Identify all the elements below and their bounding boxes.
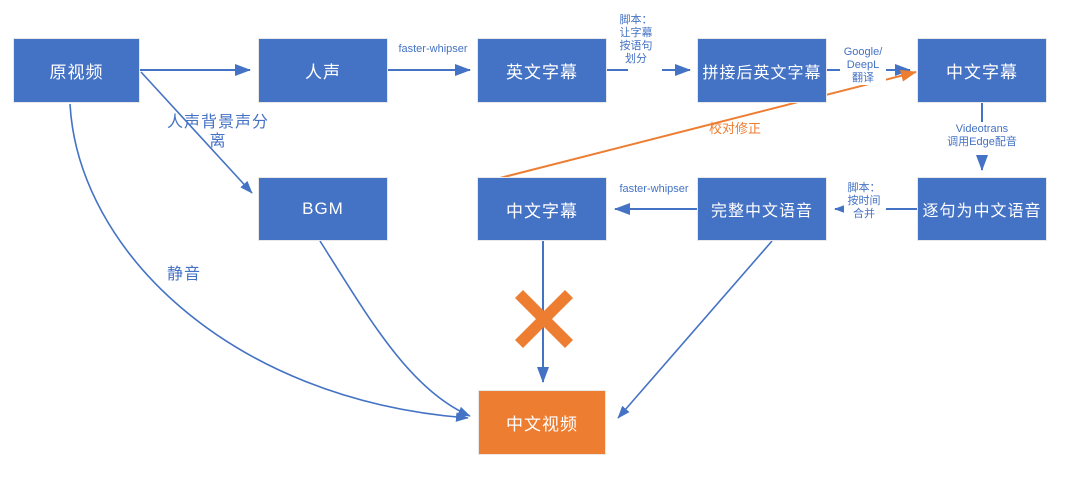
node-per-sentence-audio[interactable]: 逐句为中文语音 <box>917 177 1047 241</box>
node-label: 人声 <box>305 63 341 82</box>
edge-full-audio-to-video <box>617 240 773 419</box>
node-chinese-video[interactable]: 中文视频 <box>478 390 606 455</box>
node-merged-english-subtitle[interactable]: 拼接后英文字幕 <box>697 38 827 103</box>
node-label: 原视频 <box>49 63 104 82</box>
node-chinese-subtitle-top[interactable]: 中文字幕 <box>917 38 1047 103</box>
node-label: 逐句为中文语音 <box>922 203 1042 220</box>
edge-source-to-video-mute <box>69 103 469 422</box>
edge-label-vocal-separation: 人声背景声分离 <box>166 114 269 150</box>
edge-label-script-split: 脚本： 让字幕 按语句 划分 <box>612 14 660 66</box>
node-chinese-subtitle-mid[interactable]: 中文字幕 <box>477 177 607 241</box>
edge-label-faster-whisper-top: faster-whipser <box>391 43 475 56</box>
node-label: 中文字幕 <box>946 63 1018 82</box>
node-label: 完整中文语音 <box>710 203 813 220</box>
edge-bgm-to-video <box>319 240 471 417</box>
node-label: 拼接后英文字幕 <box>702 64 822 82</box>
edge-label-proofread-fix: 校对修正 <box>708 121 761 136</box>
edge-label-faster-whisper-mid: faster-whipser <box>612 183 696 196</box>
node-label: 中文字幕 <box>506 201 578 221</box>
node-english-subtitle[interactable]: 英文字幕 <box>477 38 607 103</box>
node-full-chinese-audio[interactable]: 完整中文语音 <box>697 177 827 241</box>
node-human-voice[interactable]: 人声 <box>258 38 388 103</box>
edge-label-mute: 静音 <box>166 266 201 283</box>
edge-proofread-correction <box>499 69 917 179</box>
node-label: 英文字幕 <box>506 63 578 82</box>
edge-label-script-merge: 脚本： 按时间 合并 <box>844 182 884 221</box>
node-bgm[interactable]: BGM <box>258 177 388 241</box>
node-source-video[interactable]: 原视频 <box>13 38 140 103</box>
edge-source-to-bgm <box>140 71 253 194</box>
cross-out-marker <box>515 290 573 348</box>
edge-label-translate-api: Google/ DeepL 翻译 <box>840 46 886 85</box>
node-label: 中文视频 <box>506 415 578 434</box>
node-label: BGM <box>302 199 344 218</box>
edge-label-videotrans-dub: Videotrans 调用Edge配音 <box>946 123 1018 149</box>
